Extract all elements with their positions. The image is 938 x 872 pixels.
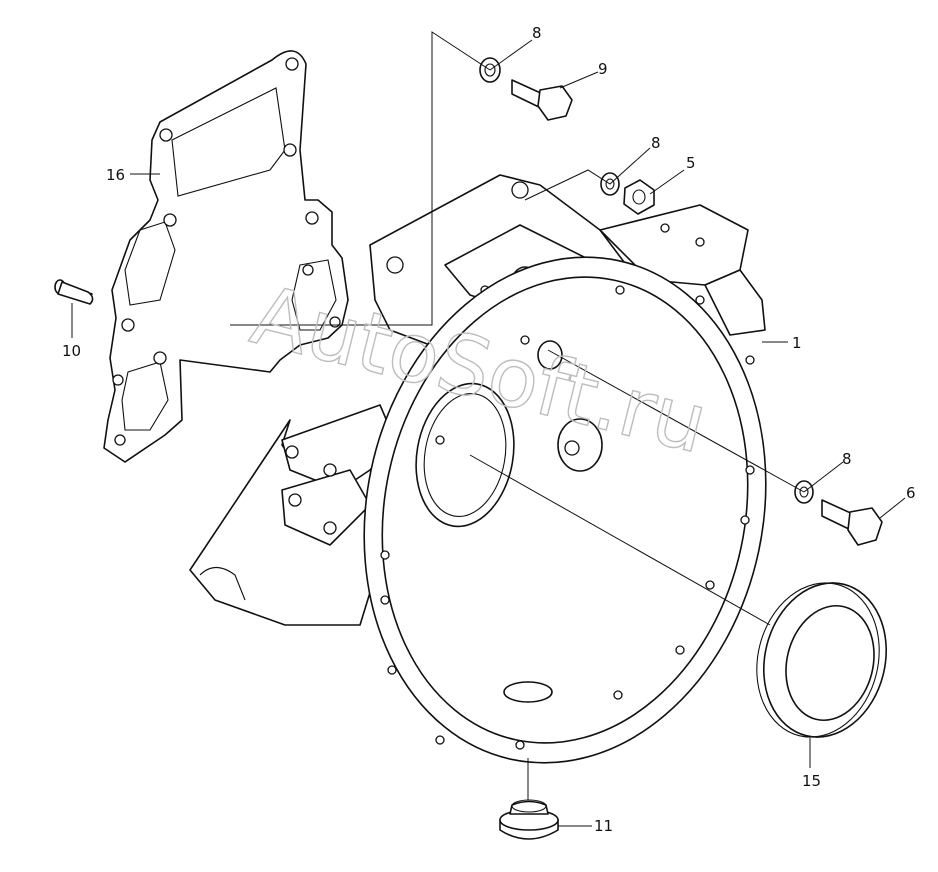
callout-label: 11 xyxy=(594,817,613,835)
callout-label: 10 xyxy=(62,342,81,360)
flywheel-housing-part xyxy=(189,174,767,764)
callout-label: 5 xyxy=(686,154,696,172)
callout-label: 15 xyxy=(802,772,821,790)
bolt-part-9 xyxy=(511,79,573,121)
plug-part xyxy=(499,799,559,840)
callout-label: 8 xyxy=(651,134,661,152)
callout-label: 16 xyxy=(106,166,125,184)
oil-seal-part xyxy=(756,582,887,738)
leader-lines xyxy=(71,31,906,827)
gasket-part xyxy=(103,50,349,463)
callout-label: 8 xyxy=(842,450,852,468)
nut-part xyxy=(623,179,655,215)
dowel-pin-part xyxy=(54,279,94,305)
callout-labels: 1 5 6 8 8 8 9 10 11 15 16 xyxy=(62,24,916,835)
bolt-part-6 xyxy=(821,499,883,546)
callout-label: 9 xyxy=(598,60,608,78)
callout-label: 1 xyxy=(792,334,802,352)
callout-label: 6 xyxy=(906,484,916,502)
callout-label: 8 xyxy=(532,24,542,42)
